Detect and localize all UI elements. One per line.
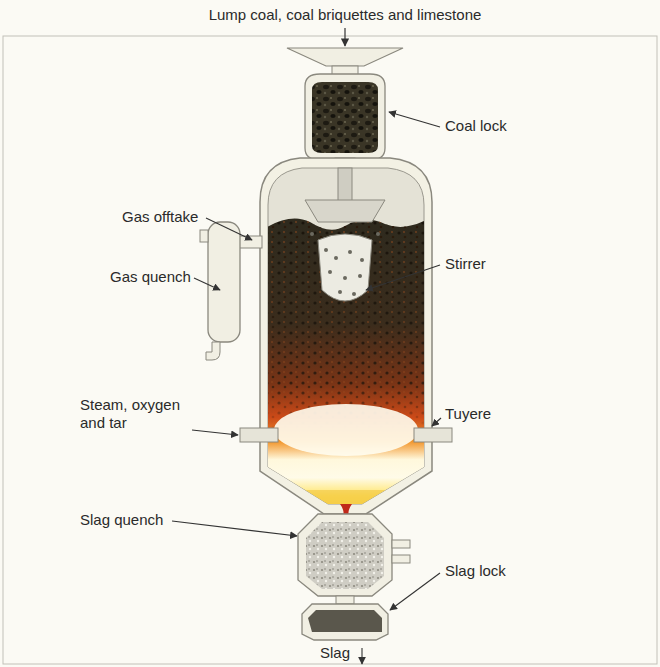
coal-lock-vessel xyxy=(305,74,385,160)
hopper xyxy=(287,48,403,66)
quench-outlet xyxy=(206,342,220,360)
quench-nozzle xyxy=(392,540,410,548)
coal-charge xyxy=(312,82,378,153)
slag-pool xyxy=(268,470,424,506)
slag-lock-neck xyxy=(336,596,354,604)
part-label: Tuyere xyxy=(445,405,491,423)
slag-charge xyxy=(308,610,382,632)
feed-label: Lump coal, coal briquettes and limestone xyxy=(209,6,482,24)
hot-zone xyxy=(274,404,418,456)
part-label: Gas offtake xyxy=(122,208,198,226)
quenched-slag xyxy=(306,522,384,589)
part-label: Slag xyxy=(320,644,350,662)
tuyere-left xyxy=(240,428,278,442)
slag-lock-vessel xyxy=(302,604,388,640)
coal-bed xyxy=(262,218,430,520)
gas-offtake-pipe xyxy=(238,236,262,248)
coal-bed-texture xyxy=(262,218,430,520)
part-label: Gas quench xyxy=(110,268,191,286)
quench-inlet xyxy=(200,230,208,242)
distributor xyxy=(305,200,385,222)
slag-quench-vessel xyxy=(298,514,392,596)
feed-arrow xyxy=(344,28,345,46)
part-label: Stirrer xyxy=(445,255,486,273)
part-label: Slag lock xyxy=(445,562,506,580)
part-label: Steam, oxygen and tar xyxy=(80,396,188,432)
stirrer-dots xyxy=(310,232,380,296)
quench-nozzle xyxy=(392,555,410,563)
tuyere-right xyxy=(414,428,452,442)
part-label: Coal lock xyxy=(445,117,507,135)
gas-quench-vessel xyxy=(208,222,240,342)
stirrer xyxy=(318,234,372,301)
part-label: Slag quench xyxy=(80,511,163,529)
leader-lines xyxy=(172,112,441,664)
frame xyxy=(3,36,657,664)
